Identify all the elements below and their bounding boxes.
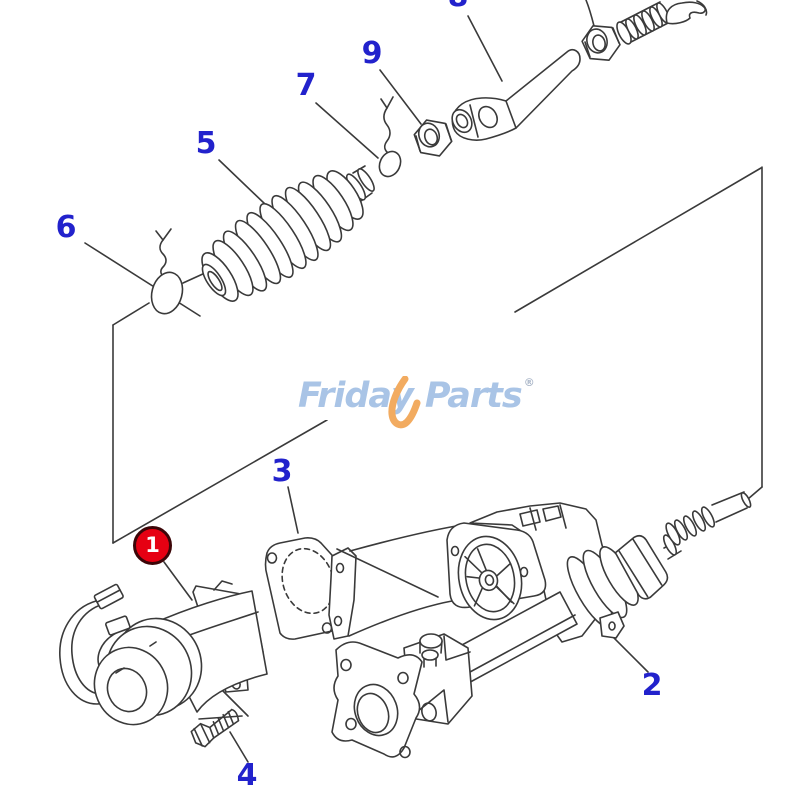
part-9-label: 9 [361, 36, 383, 71]
part-4-label: 4 [236, 758, 258, 793]
leader-line-1 [163, 561, 193, 601]
logo-swoosh-icon [388, 376, 421, 429]
part-4-bolt [190, 708, 240, 748]
part-5-label: 5 [195, 126, 217, 161]
part-1-badge: 1 [133, 526, 172, 565]
leader-line-4 [229, 731, 249, 763]
leader-line-7 [315, 102, 379, 159]
top-right-stud-and-nut [581, 0, 708, 62]
part-3-label: 3 [271, 454, 293, 489]
leader-line-5 [218, 159, 267, 206]
leader-line-top [585, 0, 595, 27]
part-6-label: 6 [55, 210, 77, 245]
part-8-label: 8 [448, 0, 469, 12]
leader-line-6 [84, 242, 201, 317]
leader-lines [84, 0, 649, 763]
leader-line-2 [609, 633, 649, 673]
part-2-label: 2 [641, 668, 663, 703]
leader-line-8 [467, 15, 503, 82]
witness-line-bolt-a [220, 688, 249, 717]
witness-line-bolt-b [198, 715, 243, 720]
part-7-label: 7 [295, 68, 317, 103]
part-9-nut [413, 119, 453, 157]
leader-line-9 [379, 69, 422, 125]
part-8-clevis-rod [451, 49, 581, 141]
part-6-pad-and-pin [150, 228, 206, 315]
leader-line-3 [287, 486, 299, 534]
part-2-assembly [328, 491, 752, 759]
part-7-cotter-pin [378, 96, 402, 178]
part-1-label: 1 [145, 533, 160, 557]
registered-mark: ® [523, 376, 535, 389]
part-5-dust-boot [201, 165, 375, 302]
reference-plane [112, 166, 763, 544]
logo-text-parts: Parts [424, 376, 523, 416]
part-1-motor [59, 580, 268, 726]
logo-text-frida: Frida [298, 376, 392, 416]
